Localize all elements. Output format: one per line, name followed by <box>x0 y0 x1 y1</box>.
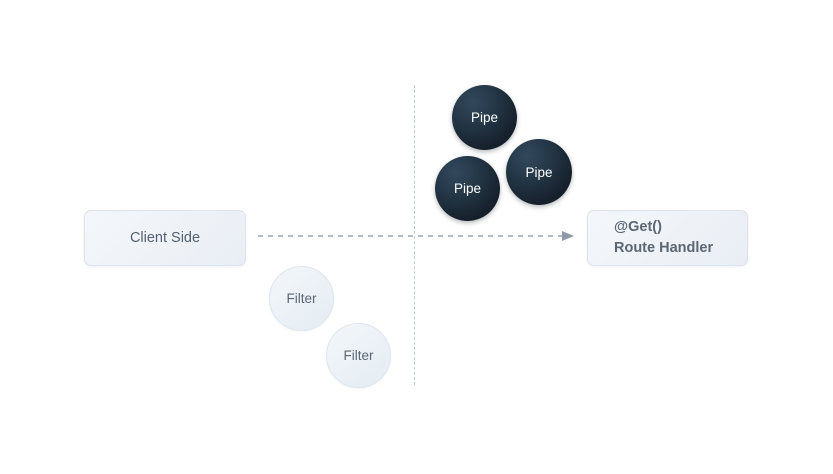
pipe-node[interactable]: Pipe <box>435 156 500 221</box>
flow-arrow <box>258 231 574 241</box>
pipe-label: Pipe <box>453 181 482 196</box>
route-handler-decorator: @Get() <box>614 219 662 236</box>
filter-label: Filter <box>343 348 374 363</box>
route-handler-text: @Get() Route Handler <box>614 217 713 258</box>
pipe-label: Pipe <box>525 164 553 180</box>
pipe-node[interactable]: Pipe <box>452 85 517 150</box>
filter-label: Filter <box>286 291 317 306</box>
client-side-label: Client Side <box>129 229 201 246</box>
route-handler-title: Route Handler <box>614 240 714 256</box>
client-side-box[interactable]: Client Side <box>84 210 246 266</box>
filter-node[interactable]: Filter <box>326 323 391 388</box>
pipe-label: Pipe <box>470 110 499 125</box>
route-handler-box[interactable]: @Get() Route Handler <box>587 210 748 266</box>
filter-node[interactable]: Filter <box>269 266 334 331</box>
pipe-node[interactable]: Pipe <box>506 139 572 205</box>
vertical-dashed-divider <box>414 85 415 385</box>
